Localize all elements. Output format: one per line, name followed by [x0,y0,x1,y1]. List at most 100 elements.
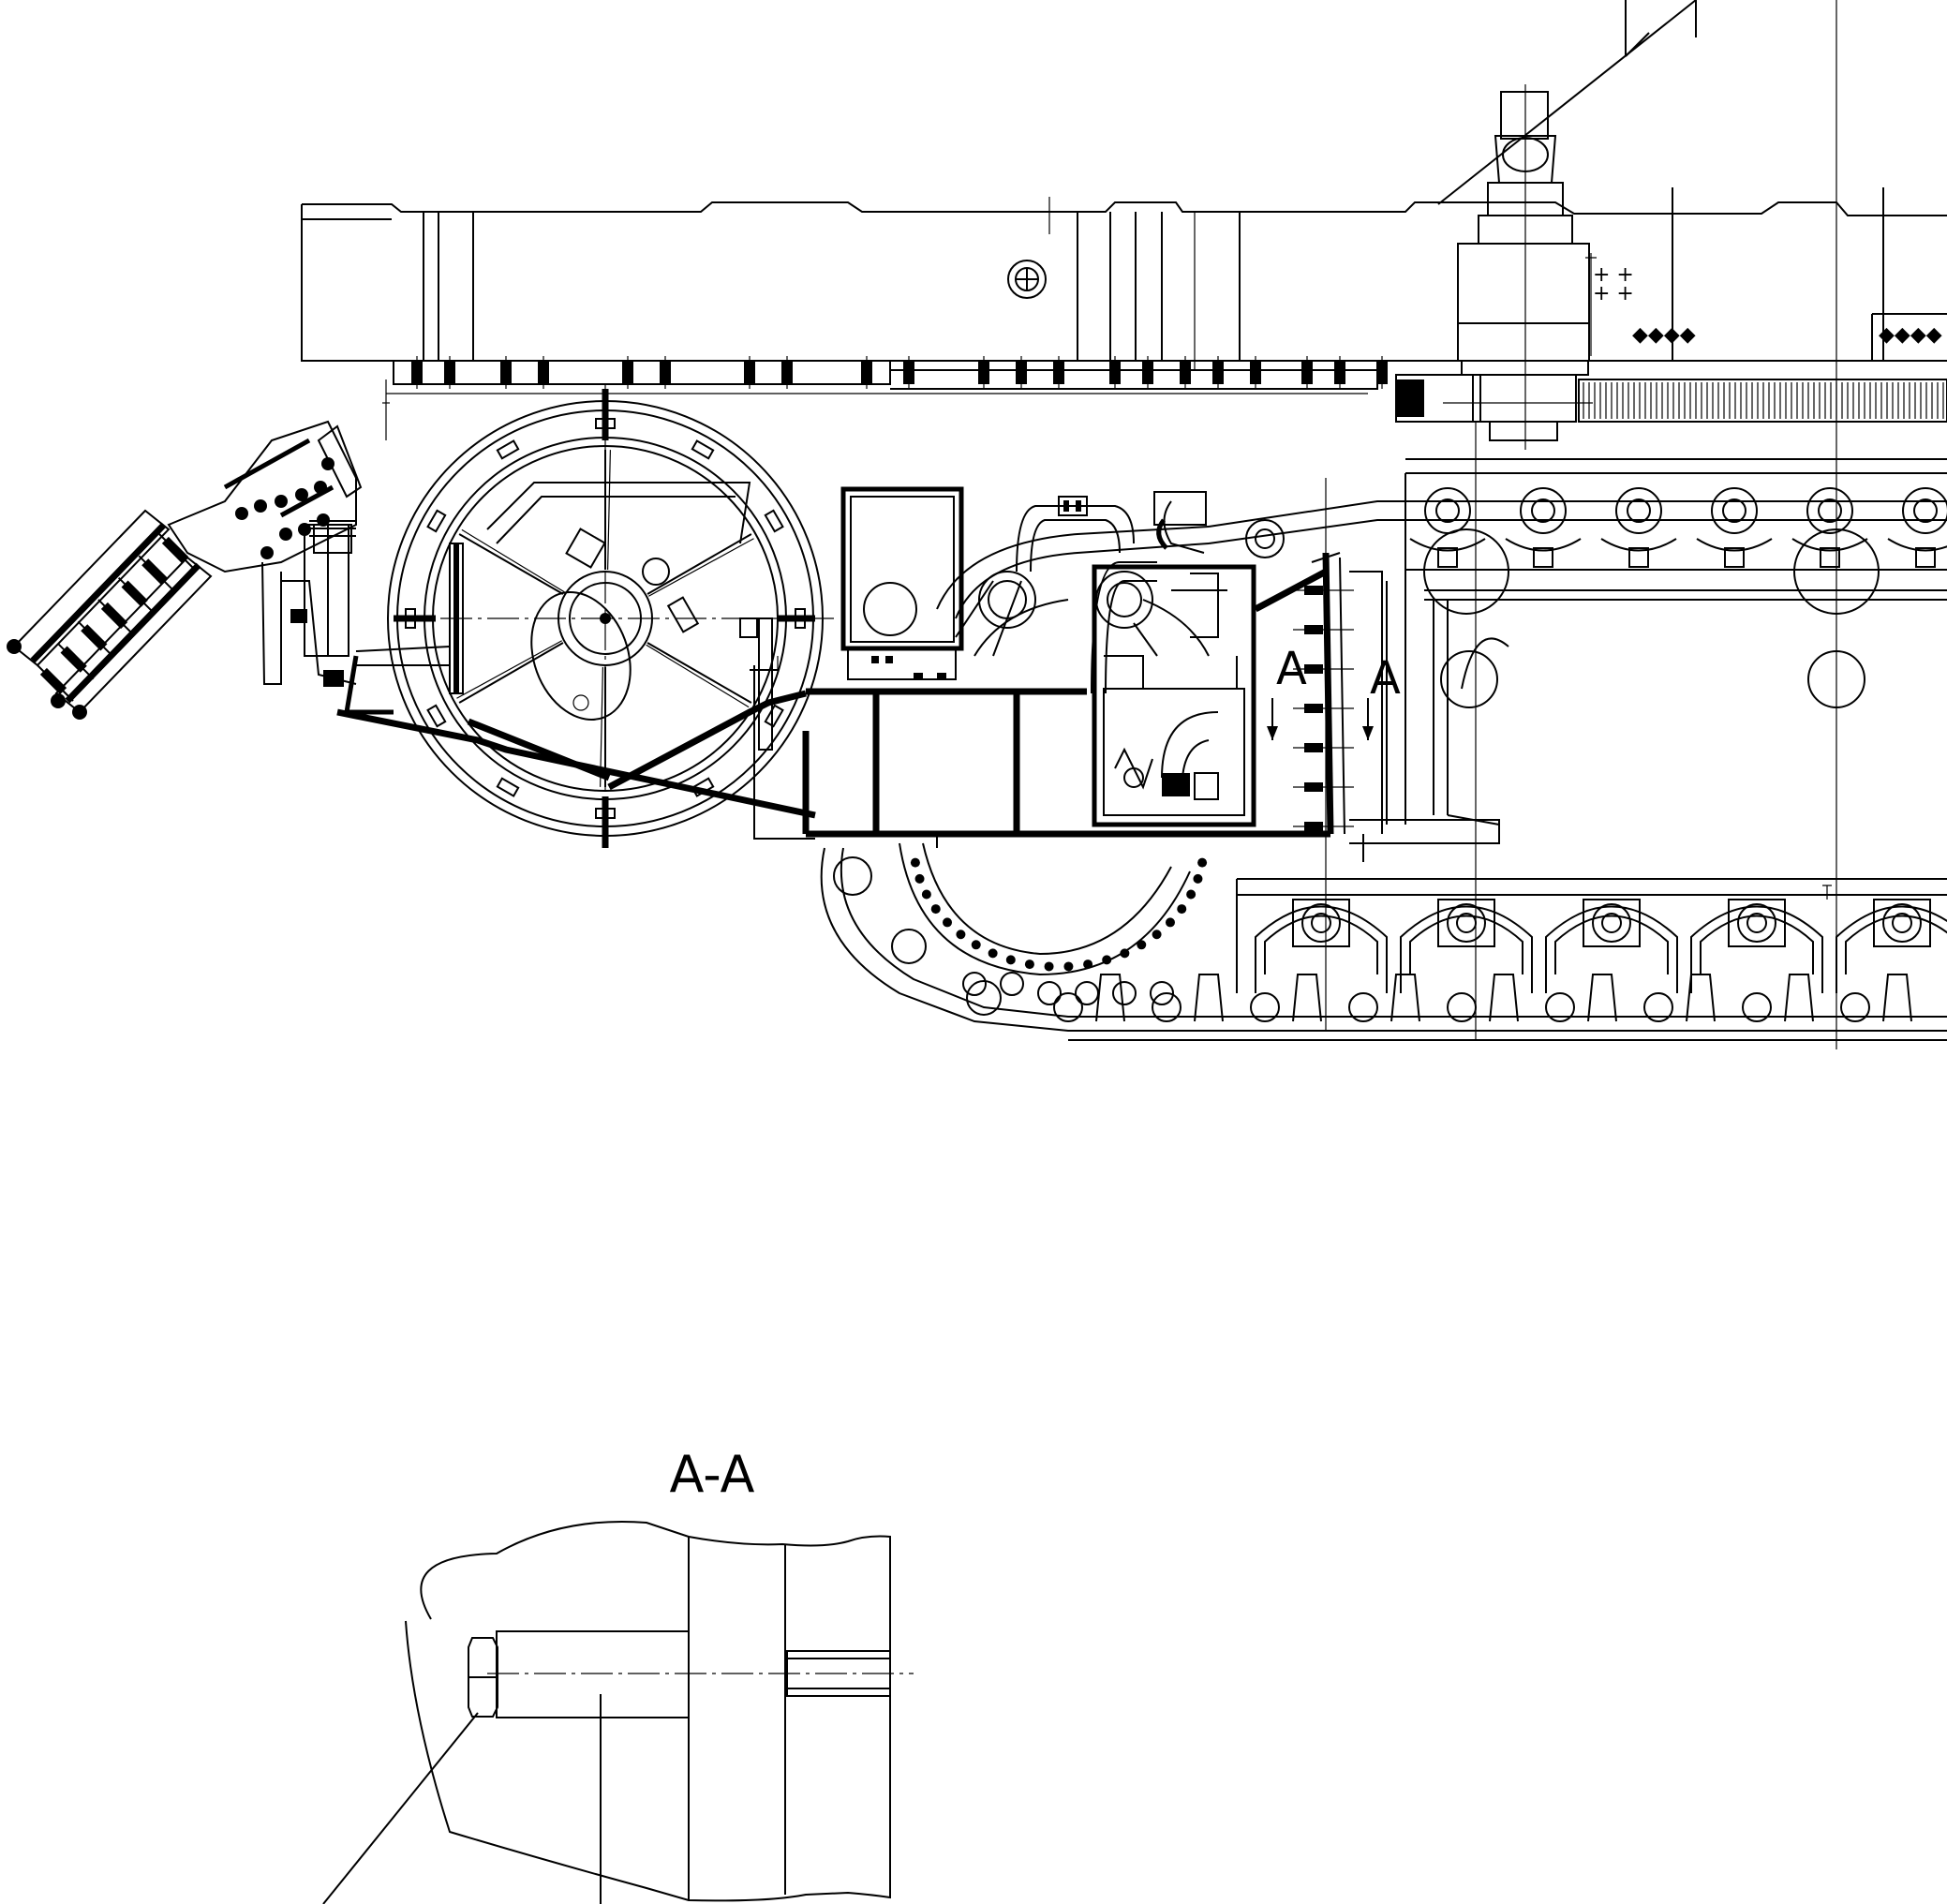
track-pad [1587,974,1617,1022]
track-pad [1489,974,1519,1022]
svg-text:+ +: + + [1593,282,1634,305]
roller-guard [1690,905,1823,993]
reel-lug [496,439,520,460]
king-pin-assembly: + + + + ◆◆◆◆ ◆◆◆◆ [1395,0,1947,1049]
track-roller-hub [1746,913,1767,933]
track-link-pin [1152,992,1182,1022]
idler-wheel [1245,519,1285,558]
upper-roller [1711,487,1758,534]
boom-hole [235,507,248,520]
upper-roller [1806,487,1853,534]
sprocket-tooth [930,904,941,915]
reel-spoke-edge [461,528,565,593]
track-link-pin [1447,992,1477,1022]
cable-reel [387,384,834,853]
boom-hole [260,546,274,559]
roller-guard [1545,905,1678,993]
section-view-a-a: A-A [322,1445,914,1904]
reel-lug [405,608,416,629]
upper-roller-hub [1722,498,1746,523]
track-pad [1292,974,1322,1022]
sprocket-tooth [1005,955,1016,965]
reel-lug [764,509,784,533]
sprocket-tooth [1165,917,1175,928]
reel-lug [595,808,616,819]
track-link-pin [1840,992,1870,1022]
upper-roller-guard [1791,538,1868,552]
idler-hub [1255,528,1275,549]
boom-hole [295,488,308,501]
track-roller [1447,903,1486,943]
roller-bracket [1728,899,1786,947]
ladder-step [141,558,169,586]
section-view-title: A-A [670,1445,755,1504]
sprocket-tooth [1083,959,1093,970]
sprocket-tooth [943,917,953,928]
upper-roller [1615,487,1662,534]
track-pad [1390,974,1420,1022]
upper-roller-guard [1600,538,1677,552]
upper-roller-hub [1818,498,1842,523]
sprocket-idler [966,980,1002,1016]
ladder-step [60,646,87,673]
boom-hole [254,499,267,513]
reel-spoke [647,533,752,595]
reel-spoke [458,642,564,704]
sprocket-tooth [914,873,925,884]
track-lower-rollers [1255,899,1947,993]
sprocket-tooth [1177,904,1187,915]
sprocket-tooth [921,889,931,900]
upper-roller-hub [1531,498,1555,523]
track-bottom-links [962,972,1912,1022]
track-roller-hub [1601,913,1622,933]
reel-spokes [456,450,754,787]
reel-spoke-edge [456,640,563,699]
reel-spoke-edge [647,538,754,597]
roller-bracket [1437,899,1495,947]
upper-roller-hub [1913,498,1938,523]
sprocket-tooth [1193,873,1203,884]
track-roller [1882,903,1922,943]
upper-roller-guard [1696,538,1773,552]
main-frame-beam [301,197,1947,440]
track-link-pin [1112,981,1137,1005]
upper-roller-shoe [1437,547,1458,568]
track-roller [1737,903,1776,943]
sprocket-tooth [988,948,998,959]
section-mark-right: A [1370,652,1401,705]
track-pad [1882,974,1912,1022]
roller-guard-inner [1845,915,1947,974]
upper-roller-guard [1887,538,1947,552]
reel-lug [595,418,616,429]
svg-text:◆◆◆◆: ◆◆◆◆ [1632,323,1696,347]
sprocket-tooth [1137,940,1147,950]
sprocket-tooth [910,857,920,868]
hydraulic-unit [1016,491,1256,827]
support-truss [336,568,1330,840]
track-roller [1592,903,1631,943]
track-roller-hub [1892,913,1912,933]
support-roller [1793,528,1880,615]
track-link-pin [962,972,987,996]
track-roller [1301,903,1341,943]
crawler-track [820,500,1947,1041]
roller-bracket [1583,899,1641,947]
reel-spoke [647,642,752,704]
roller-bracket [1292,899,1350,947]
boom-hole [275,495,288,508]
track-link-pin [1742,992,1772,1022]
reel-spoke [458,533,564,595]
ladder-step [81,624,108,651]
track-roller-hub [1311,913,1331,933]
track-link-pin [1000,972,1024,996]
track-pad [1686,974,1716,1022]
track-upper-rollers [1245,487,1947,615]
svg-text:+ +: + + [1593,263,1634,287]
track-pad [1784,974,1814,1022]
sprocket-tooth [1063,961,1074,972]
reel-spoke-edge [646,644,750,708]
reel-lug [426,704,447,728]
upper-roller [1902,487,1947,534]
roller-guard [1400,905,1533,993]
